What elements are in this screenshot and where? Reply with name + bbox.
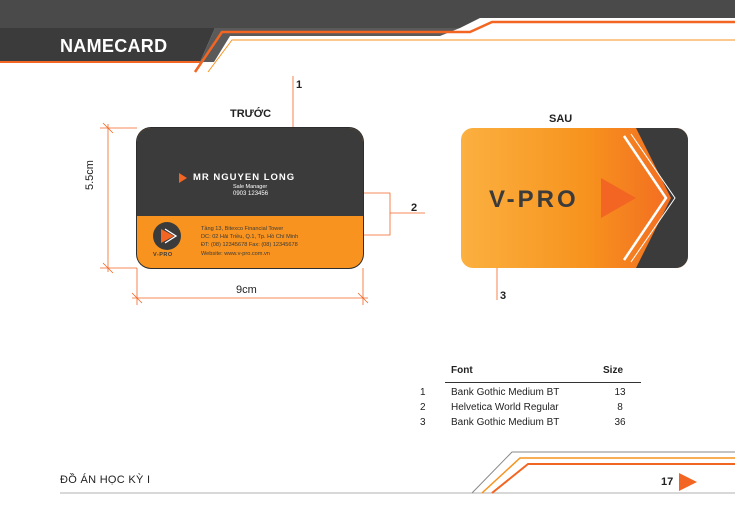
- front-side-label: TRƯỚC: [230, 108, 272, 120]
- table-row: 3 Bank Gothic Medium BT 36: [415, 417, 643, 431]
- row-size: 13: [614, 387, 626, 398]
- address-line: ĐT: (08) 12345678 Fax: (08) 12345678: [201, 242, 298, 248]
- width-dimension-label: 9cm: [236, 284, 257, 296]
- table-row: 1 Bank Gothic Medium BT 13: [415, 387, 643, 401]
- back-brand-text: V-PRO: [489, 186, 579, 213]
- next-arrow-icon: [679, 473, 697, 491]
- back-side-label: SAU: [549, 113, 573, 125]
- page-number: 17: [661, 476, 674, 488]
- table-row: 2 Helvetica World Regular 8: [415, 402, 643, 416]
- namecard-back: V-PRO: [461, 128, 688, 268]
- font-column-header: Font: [451, 365, 473, 376]
- row-size: 36: [614, 417, 626, 428]
- front-dark-panel: [137, 128, 363, 216]
- back-chevron-graphic: [601, 128, 688, 268]
- callout-number: 3: [500, 290, 507, 302]
- callout-number: 2: [411, 202, 418, 214]
- vpro-logo-icon: [153, 222, 181, 250]
- table-divider: [445, 382, 641, 383]
- namecard-front: MR NGUYEN LONG Sale Manager 0903 123456 …: [137, 128, 363, 268]
- footer-title: ĐỒ ÁN HỌC KỲ I: [60, 474, 151, 486]
- page-title: NAMECARD: [60, 36, 168, 56]
- row-index: 1: [420, 387, 426, 398]
- card-name: MR NGUYEN LONG: [193, 172, 296, 183]
- size-column-header: Size: [603, 365, 624, 376]
- card-role: Sale Manager: [233, 184, 268, 190]
- website-line: Website: www.v-pro.com.vn: [201, 251, 270, 257]
- row-size: 8: [617, 402, 623, 413]
- header-band: [0, 0, 735, 73]
- callout-number: 1: [296, 79, 303, 91]
- logo-text: V-PRO: [153, 252, 173, 258]
- row-index: 3: [420, 417, 426, 428]
- row-font: Bank Gothic Medium BT: [451, 387, 560, 398]
- card-phone: 0903 123456: [233, 191, 269, 197]
- address-line: DC: 02 Hải Triều, Q.1, Tp. Hồ Chí Minh: [201, 234, 299, 240]
- row-font: Bank Gothic Medium BT: [451, 417, 560, 428]
- row-font: Helvetica World Regular: [451, 402, 559, 413]
- address-line: Tầng 13, Bitexco Financial Tower: [201, 226, 284, 232]
- row-index: 2: [420, 402, 426, 413]
- play-arrow-icon: [179, 173, 187, 183]
